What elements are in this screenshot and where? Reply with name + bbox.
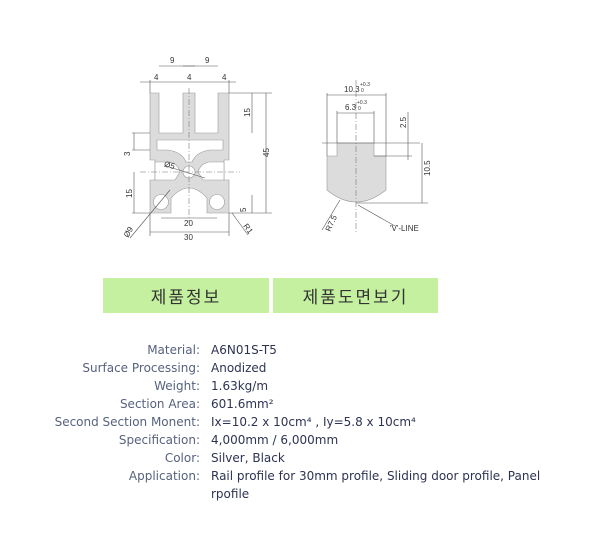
- v-line-label: 'V'-LINE: [390, 224, 419, 233]
- spec-row-application: Application: Rail profile for 30mm profi…: [0, 467, 600, 503]
- dim-10-3: 10.3: [344, 85, 360, 94]
- spec-row-material: Material: A6N01S-T5: [0, 341, 600, 359]
- spec-row-specification: Specification: 4,000mm / 6,000mm: [0, 431, 600, 449]
- dim-9-right: 9: [205, 56, 210, 65]
- spec-label: Material:: [147, 343, 200, 357]
- dim-9-left: 9: [170, 56, 175, 65]
- dim-3: 3: [123, 151, 132, 156]
- dim-r1: R1: [241, 222, 255, 236]
- dim-15-bottom: 15: [125, 189, 134, 198]
- dim-2-5: 2.5: [399, 116, 408, 128]
- dim-6-3: 6.3: [345, 103, 357, 112]
- spec-value: Ix=10.2 x 10cm⁴ , Iy=5.8 x 10cm⁴: [211, 415, 416, 429]
- spec-label: Weight:: [154, 379, 200, 393]
- left-profile-section: 9 9 4 4 4 15 45 3 15 Ø5 5 20 30 Ø9 R1: [122, 56, 272, 242]
- dim-5: 5: [239, 207, 248, 212]
- technical-drawing: 9 9 4 4 4 15 45 3 15 Ø5 5 20 30 Ø9 R1 10…: [122, 56, 432, 242]
- dim-phi9: Ø9: [122, 225, 135, 239]
- spec-value: 1.63kg/m: [211, 379, 269, 393]
- spec-label: Color:: [164, 451, 200, 465]
- spec-label: Application:: [128, 469, 200, 483]
- tab-product-drawing[interactable]: 제품도면보기: [273, 278, 438, 313]
- spec-row-color: Color: Silver, Black: [0, 449, 600, 467]
- spec-label: Surface Processing:: [82, 361, 200, 375]
- spec-label: Section Area:: [119, 397, 200, 411]
- dim-30: 30: [184, 233, 193, 242]
- dim-15-top: 15: [243, 108, 252, 117]
- tol-10-3-lower: 0: [361, 88, 364, 94]
- tol-6-3-lower: 0: [358, 106, 361, 112]
- dim-4-left: 4: [154, 73, 159, 82]
- dim-4-right: 4: [222, 73, 227, 82]
- spec-label: Second Section Monent:: [54, 415, 200, 429]
- spec-label: Specification:: [118, 433, 200, 447]
- spec-table: Material: A6N01S-T5 Surface Processing: …: [0, 341, 600, 503]
- spec-value: Anodized: [211, 361, 267, 375]
- dim-20: 20: [184, 219, 193, 228]
- spec-value: Rail profile for 30mm profile, Sliding d…: [211, 469, 541, 501]
- tol-6-3-upper: +0.3: [357, 100, 367, 106]
- tol-10-3-upper: +0.3: [360, 82, 370, 88]
- spec-value: Silver, Black: [211, 451, 285, 465]
- dim-4-center: 4: [187, 73, 192, 82]
- spec-row-weight: Weight: 1.63kg/m: [0, 377, 600, 395]
- dim-r7-5: R7.5: [324, 213, 340, 233]
- spec-value: 601.6mm²: [211, 397, 274, 411]
- spec-row-area: Section Area: 601.6mm²: [0, 395, 600, 413]
- spec-value: 4,000mm / 6,000mm: [211, 433, 339, 447]
- spec-value: A6N01S-T5: [211, 343, 277, 357]
- dim-phi5: Ø5: [163, 160, 176, 172]
- spec-row-moment: Second Section Monent: Ix=10.2 x 10cm⁴ ,…: [0, 413, 600, 431]
- dim-45: 45: [262, 148, 271, 157]
- spec-row-surface: Surface Processing: Anodized: [0, 359, 600, 377]
- tab-product-info[interactable]: 제품정보: [103, 278, 269, 313]
- dim-10-5: 10.5: [423, 160, 432, 176]
- right-profile-section: 10.3 +0.3 0 6.3 +0.3 0 2.5 10.5 R7.5 'V'…: [321, 80, 432, 233]
